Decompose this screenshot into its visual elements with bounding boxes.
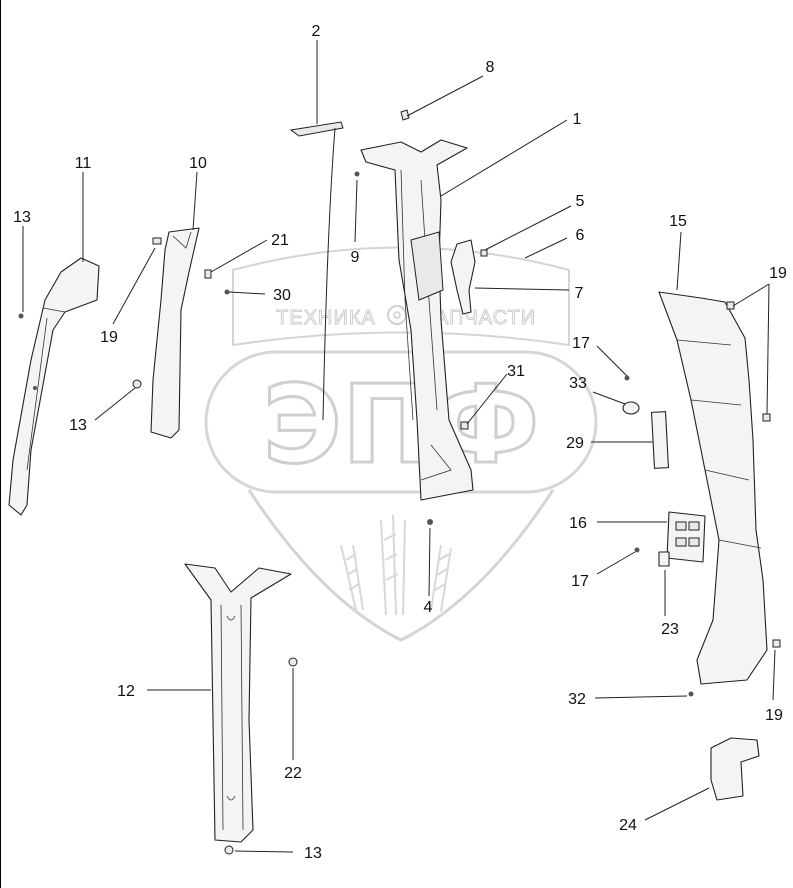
callout-21: 21	[271, 232, 289, 249]
callout-23: 23	[661, 621, 679, 638]
watermark: ТЕХНИКА ЗАПЧАСТИ ЭПФ	[204, 246, 598, 642]
watermark-shield	[247, 489, 555, 642]
part-10-curved-panel	[150, 227, 200, 439]
callout-4: 4	[424, 599, 433, 616]
callout-10: 10	[189, 155, 207, 172]
fasteners	[18, 109, 781, 855]
watermark-pill	[204, 350, 598, 494]
callout-9: 9	[351, 249, 360, 266]
part-23-insert	[658, 551, 670, 567]
callout-13-top-left: 13	[13, 209, 31, 226]
watermark-banner	[232, 246, 570, 347]
callout-13-bottom: 13	[304, 845, 322, 862]
part-33-cap	[622, 401, 640, 415]
wheat-icon	[340, 514, 452, 616]
part-11-pillar-trim	[8, 257, 100, 516]
callout-2: 2	[312, 23, 321, 40]
callout-13-mid-left: 13	[69, 417, 87, 434]
callout-1: 1	[573, 111, 582, 128]
callout-31: 31	[507, 363, 525, 380]
callout-19-bottom-right: 19	[765, 707, 783, 724]
callout-19-top-right: 19	[769, 265, 787, 282]
callout-29: 29	[566, 435, 584, 452]
callout-33: 33	[569, 375, 587, 392]
callout-19-left: 19	[100, 329, 118, 346]
part-12-lower-pillar	[184, 563, 292, 843]
callout-15: 15	[669, 213, 687, 230]
callout-11: 11	[75, 155, 92, 172]
callout-12: 12	[117, 683, 135, 700]
gear-icon	[387, 305, 407, 325]
callout-17-lower: 17	[571, 573, 589, 590]
part-1-central-pillar	[360, 139, 474, 501]
part-2-seal-strip	[289, 121, 344, 421]
part-16-switch-panel	[666, 511, 706, 563]
watermark-logo-letters: ЭПФ	[263, 363, 540, 488]
watermark-right-word: ЗАПЧАСТИ	[422, 307, 536, 329]
callout-7: 7	[575, 285, 584, 302]
callout-8: 8	[486, 59, 495, 76]
part-24-block	[710, 737, 760, 801]
callout-22: 22	[284, 765, 302, 782]
leader-lines	[22, 40, 776, 853]
callout-32: 32	[568, 691, 586, 708]
callout-24: 24	[619, 817, 637, 834]
callout-5: 5	[576, 193, 585, 210]
callout-6: 6	[576, 227, 585, 244]
callout-17-upper: 17	[572, 335, 590, 352]
callout-labels: 2 8 1 11 10 13 21 9 5 6 15 19 30 7 19 17…	[13, 23, 787, 862]
callout-30: 30	[273, 287, 291, 304]
callout-16: 16	[569, 515, 587, 532]
part-29-label-plate	[650, 411, 670, 469]
part-15-right-trim	[658, 291, 768, 685]
part-7-grab-handle	[450, 239, 476, 315]
